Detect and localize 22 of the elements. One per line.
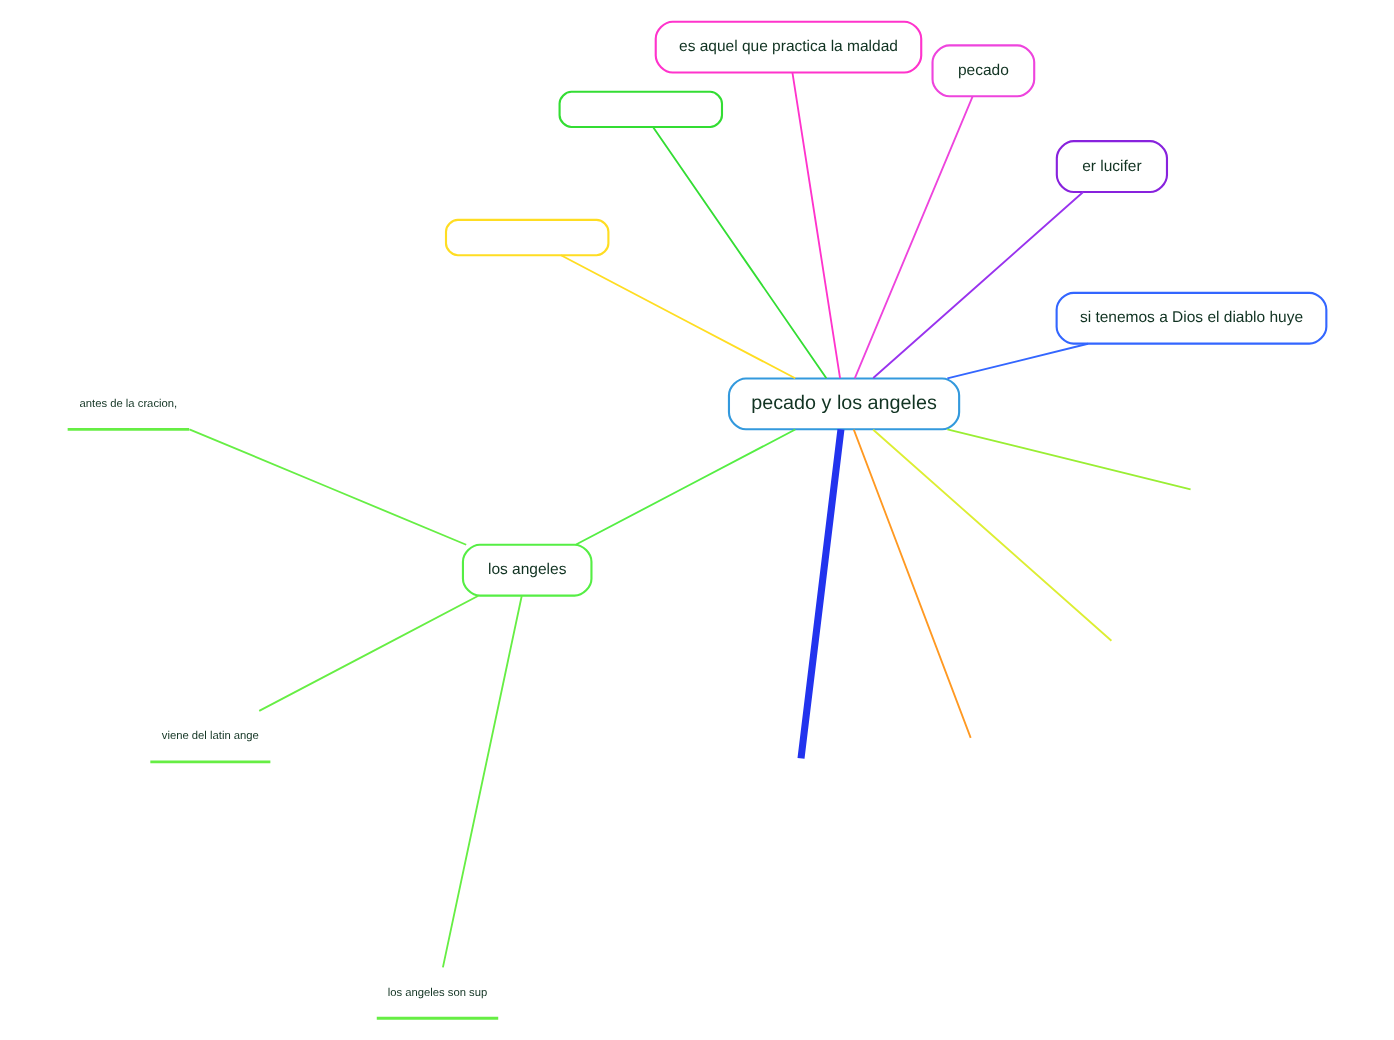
node-box: pecado y los angeles [727,377,961,431]
node-box: er lucifer [1055,140,1169,194]
connector [946,428,1192,491]
connector [852,428,972,739]
node-box: los angeles [461,543,593,597]
connector [946,342,1089,380]
connector [872,428,1113,642]
node-box [558,90,724,129]
connector [560,254,797,380]
connector [258,594,480,712]
connector [872,191,1085,379]
node-box [444,218,610,257]
node-box: pecado [931,44,1036,98]
connector [797,429,845,759]
connector [575,428,797,546]
node-box: es aquel que practica la maldad [654,20,923,74]
connector [652,126,828,380]
node-box: si tenemos a Dios el diablo huye [1055,291,1328,345]
connector [791,71,841,380]
connector [853,95,974,380]
connector [188,428,468,546]
connector [442,595,523,969]
